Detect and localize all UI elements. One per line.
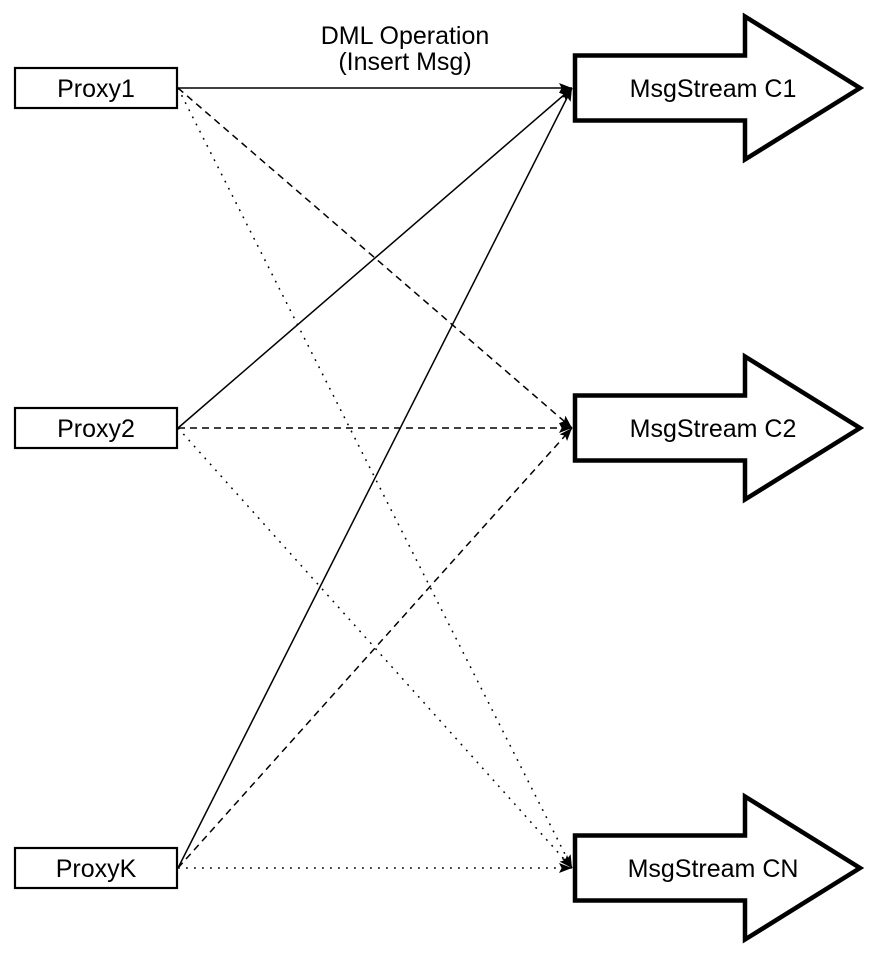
proxyk-label: ProxyK <box>56 855 137 883</box>
edge-proxyk-to-msgstream-c1 <box>177 87 573 869</box>
proxy2-box <box>13 406 179 450</box>
edge-annotation-line1: DML Operation <box>321 22 490 50</box>
msgstream-cn-label: MsgStream CN <box>628 855 799 883</box>
msgstream-c2-label: MsgStream C2 <box>630 415 797 443</box>
msgstream-c1-label: MsgStream C1 <box>630 75 797 103</box>
msgstream-cn-arrow-shape <box>572 792 865 944</box>
proxy1-node: Proxy1 <box>13 66 179 110</box>
edge-annotation: DML Operation (Insert Msg) <box>321 22 490 76</box>
proxy2-label: Proxy2 <box>57 415 135 443</box>
proxyk-box <box>13 846 179 890</box>
msgstream-c1-arrow-shape <box>572 12 865 164</box>
proxy1-label: Proxy1 <box>57 75 135 103</box>
proxy2-node: Proxy2 <box>13 406 179 450</box>
msgstream-c1-node: MsgStream C1 <box>572 12 865 164</box>
edge-proxyk-to-msgstream-c2 <box>177 427 573 869</box>
msgstream-c2-arrow-shape <box>572 352 865 504</box>
proxyk-node: ProxyK <box>13 846 179 890</box>
edge-proxy1-to-msgstream-c2 <box>177 87 573 429</box>
edge-proxy1-to-msgstream-cn <box>177 87 573 869</box>
edges-dashed-to-c2 <box>177 87 573 869</box>
msgstream-c2-node: MsgStream C2 <box>572 352 865 504</box>
edge-proxy2-to-msgstream-c1 <box>177 87 573 429</box>
edges-dotted-to-cn <box>177 87 573 873</box>
msgstream-cn-node: MsgStream CN <box>572 792 865 944</box>
edges-solid-to-c1 <box>177 83 573 869</box>
proxy1-box <box>13 66 179 110</box>
edge-annotation-line2: (Insert Msg) <box>338 48 471 76</box>
